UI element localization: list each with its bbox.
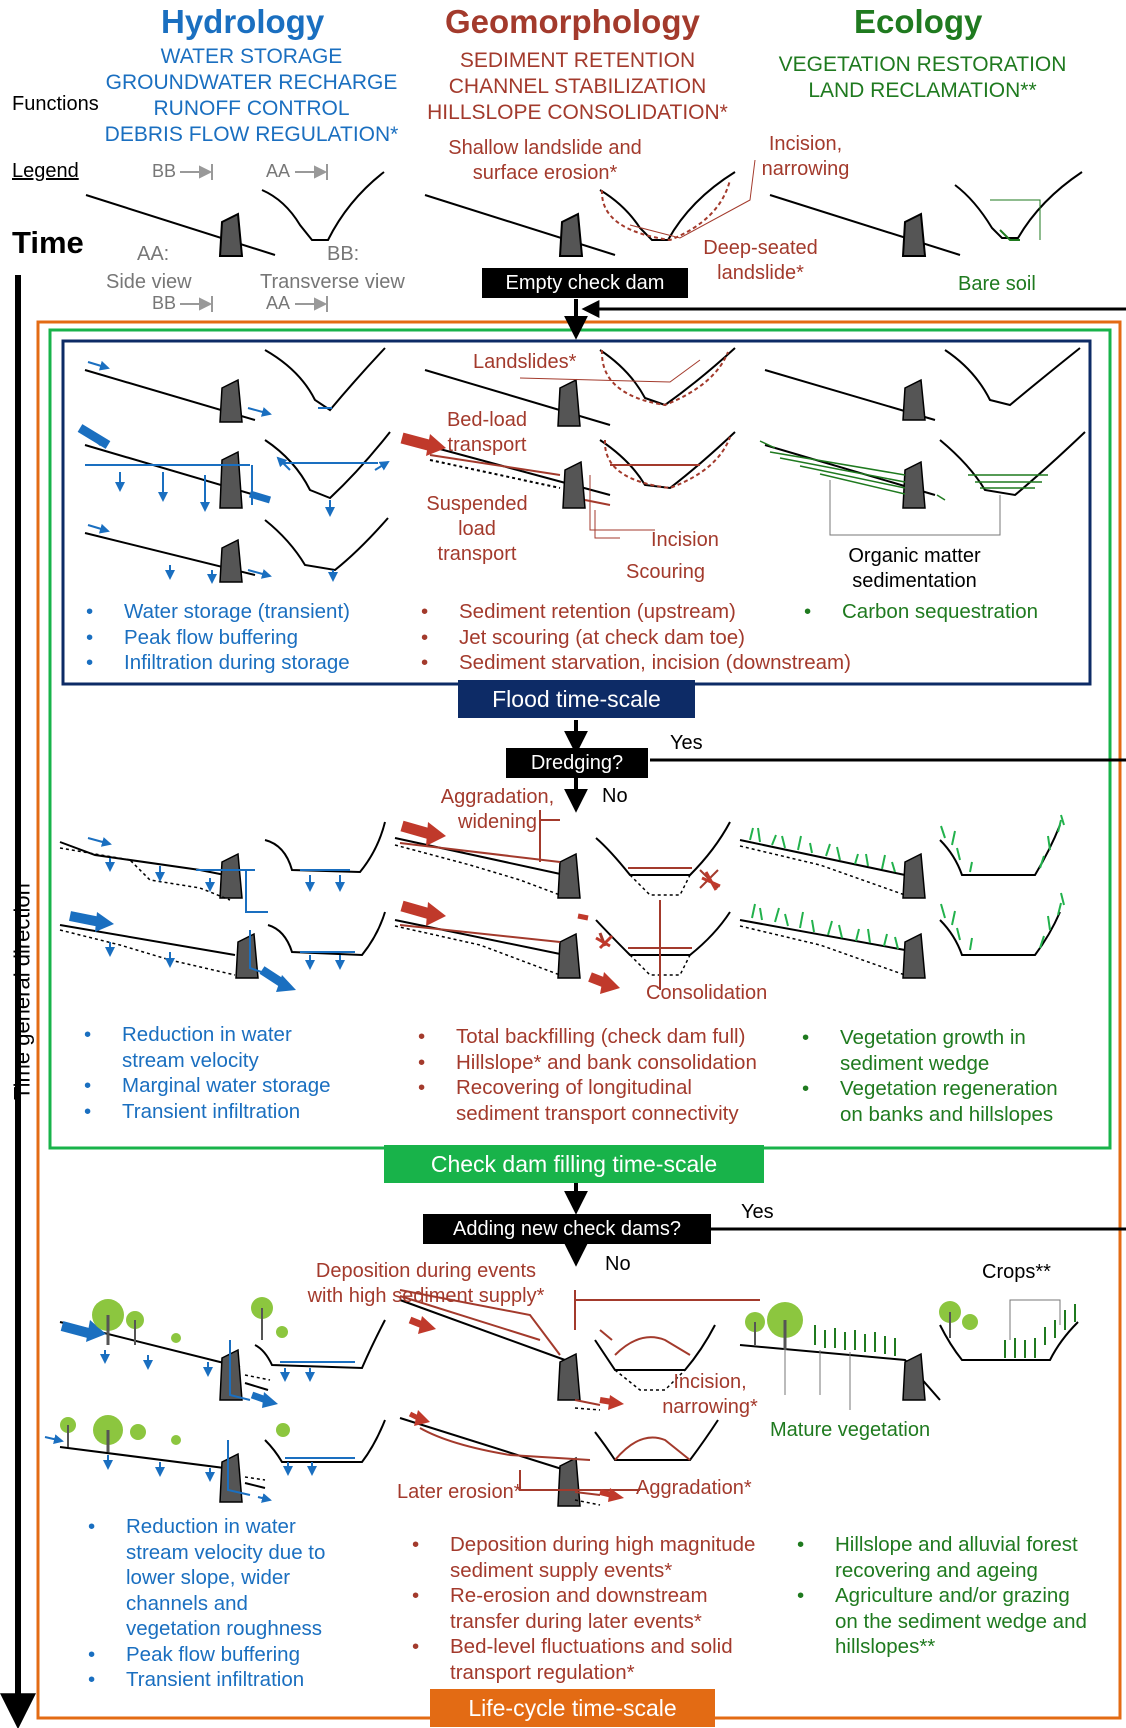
flood-geo-list: •Sediment retention (upstream) •Jet scou… bbox=[421, 600, 851, 674]
lifecycle-hydro-list: •Reduction in water stream velocity due … bbox=[88, 1515, 326, 1691]
lifecycle-eco-list: •Hillslope and alluvial forest recoverin… bbox=[797, 1533, 1087, 1658]
legend-aa-side-view: Side view bbox=[106, 271, 192, 293]
filling-consolidation-label: Consolidation bbox=[646, 982, 768, 1004]
time-label: Time bbox=[12, 225, 84, 260]
legend-aa-view: AA: bbox=[137, 243, 170, 265]
dredging-no: No bbox=[602, 785, 628, 807]
legend-bb-top: BB bbox=[152, 161, 177, 181]
hydrology-functions: WATER STORAGE GROUNDWATER RECHARGE RUNOF… bbox=[104, 45, 399, 146]
legend-bare-soil: Bare soil bbox=[958, 273, 1036, 295]
lifecycle-frame bbox=[36, 320, 1122, 1720]
legend-incision: Incision,narrowing bbox=[761, 133, 850, 180]
hydrology-header: Hydrology bbox=[161, 3, 325, 40]
legend-bb-transverse-view: Transverse view bbox=[260, 271, 405, 293]
lifecycle-crops-label: Crops** bbox=[982, 1261, 1051, 1283]
ecology-header: Ecology bbox=[854, 3, 983, 40]
flood-time-scale-tag: Flood time-scale bbox=[458, 680, 695, 718]
functions-label: Functions bbox=[12, 93, 99, 115]
flood-incision-label: Incision bbox=[651, 529, 719, 551]
lifecycle-mature-vegetation-label: Mature vegetation bbox=[770, 1419, 931, 1441]
legend-bb-view: BB: bbox=[327, 243, 360, 265]
dredging-question: Dredging? bbox=[506, 748, 648, 778]
filling-time-scale-tag: Check dam filling time-scale bbox=[384, 1145, 764, 1183]
filling-aggradation-label: Aggradation,widening bbox=[440, 786, 555, 833]
flood-eco-list: •Carbon sequestration bbox=[804, 600, 1039, 623]
geomorphology-header: Geomorphology bbox=[445, 3, 700, 40]
geomorphology-functions: SEDIMENT RETENTION CHANNEL STABILIZATION… bbox=[427, 49, 728, 124]
filling-hydro-list: •Reduction in water stream velocity •Mar… bbox=[84, 1023, 331, 1123]
flood-hydro-list: •Water storage (transient) •Peak flow bu… bbox=[86, 600, 350, 674]
legend-bb-bottom: BB bbox=[152, 293, 177, 313]
legend-label: Legend bbox=[12, 160, 79, 182]
lifecycle-sketches bbox=[59, 1299, 1079, 1489]
ecology-functions: VEGETATION RESTORATION LAND RECLAMATION*… bbox=[778, 53, 1067, 102]
flood-sketches bbox=[84, 347, 1086, 576]
lifecycle-later-erosion-label: Later erosion* bbox=[397, 1481, 522, 1503]
lifecycle-incision-label: Incision,narrowing* bbox=[662, 1371, 758, 1418]
filling-geo-list: •Total backfilling (check dam full) •Hil… bbox=[418, 1025, 757, 1125]
lifecycle-time-scale-tag: Life-cycle time-scale bbox=[430, 1689, 715, 1727]
flood-scouring-label: Scouring bbox=[626, 561, 705, 583]
adding-no: No bbox=[605, 1253, 631, 1275]
empty-check-dam-label: Empty check dam bbox=[482, 268, 688, 298]
lifecycle-aggradation-label: Aggradation* bbox=[636, 1477, 752, 1499]
flood-landslides-label: Landslides* bbox=[473, 351, 577, 373]
tree-icons bbox=[60, 1297, 978, 1452]
legend-aa-top: AA bbox=[266, 161, 291, 181]
adding-yes: Yes bbox=[741, 1201, 774, 1223]
dredging-yes: Yes bbox=[670, 732, 703, 754]
legend-sketches bbox=[85, 171, 1083, 257]
time-axis-label: Time general direction bbox=[9, 883, 35, 1100]
lifecycle-geo-list: •Deposition during high magnitude sedime… bbox=[412, 1533, 756, 1684]
legend-aa-bottom: AA bbox=[266, 293, 291, 313]
adding-question: Adding new check dams? bbox=[423, 1214, 711, 1244]
filling-eco-list: •Vegetation growth in sediment wedge •Ve… bbox=[802, 1026, 1058, 1126]
